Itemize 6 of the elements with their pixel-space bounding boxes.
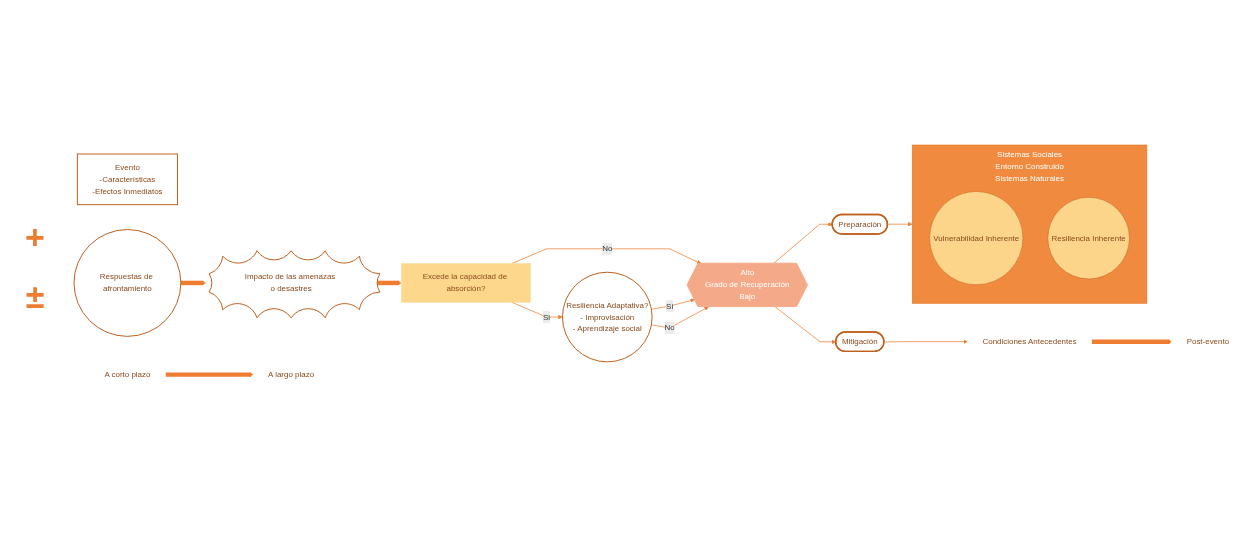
arrow <box>165 372 254 377</box>
arrow <box>1091 339 1172 344</box>
operator-sign: + <box>25 217 45 257</box>
operator-sign: ± <box>25 276 45 316</box>
arrow <box>376 280 402 286</box>
arrow <box>180 280 206 286</box>
